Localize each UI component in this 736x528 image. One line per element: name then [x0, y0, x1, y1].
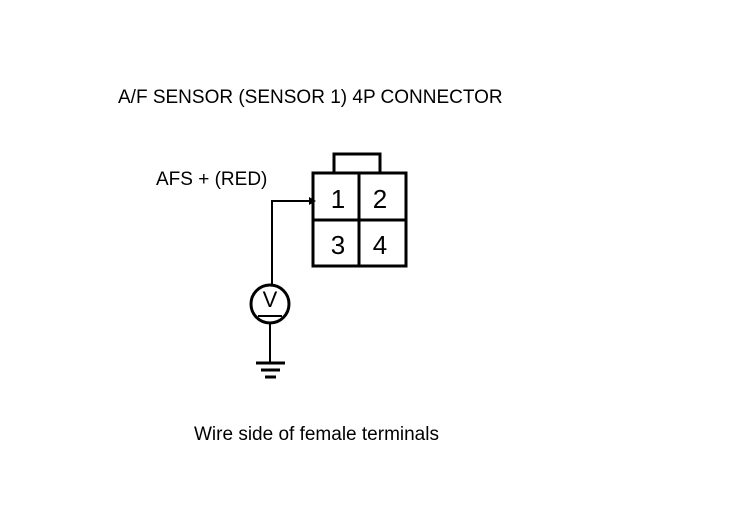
pin-2-label: 2	[372, 184, 388, 214]
voltmeter-symbol: V	[262, 287, 278, 312]
wire-label-afs: AFS + (RED)	[156, 169, 268, 190]
test-lead-wire	[271, 200, 311, 287]
pin-4-label: 4	[372, 230, 388, 260]
diagram-title: A/F SENSOR (SENSOR 1) 4P CONNECTOR	[118, 87, 503, 108]
pin-3-label: 3	[330, 230, 346, 260]
connector-lock-tab	[332, 152, 382, 173]
probe-tip	[309, 197, 316, 205]
ground-icon	[256, 361, 285, 379]
diagram-caption: Wire side of female terminals	[194, 424, 439, 445]
pin-1-label: 1	[330, 184, 346, 214]
